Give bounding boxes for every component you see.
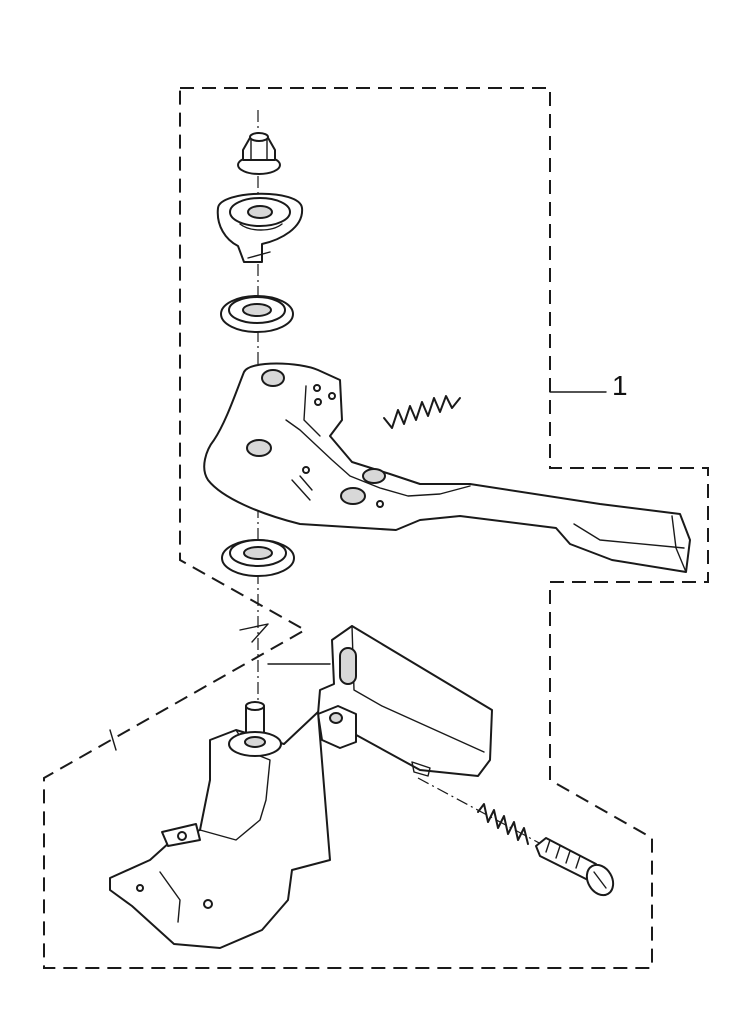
break-marks xyxy=(109,623,331,751)
adjustment-screw xyxy=(535,837,615,897)
small-spring-upper xyxy=(383,395,461,429)
upper-washer xyxy=(220,295,294,333)
lower-washer xyxy=(221,539,295,577)
callout-number-label: 1 xyxy=(612,370,628,401)
washer-plate-with-tab xyxy=(216,192,304,263)
throttle-lever-arm xyxy=(203,362,691,573)
assembly-1-outline xyxy=(43,87,709,969)
control-base-plate xyxy=(109,701,331,949)
mounting-bracket xyxy=(317,625,493,777)
compression-spring-lower xyxy=(477,803,529,845)
flange-nut xyxy=(237,132,281,175)
